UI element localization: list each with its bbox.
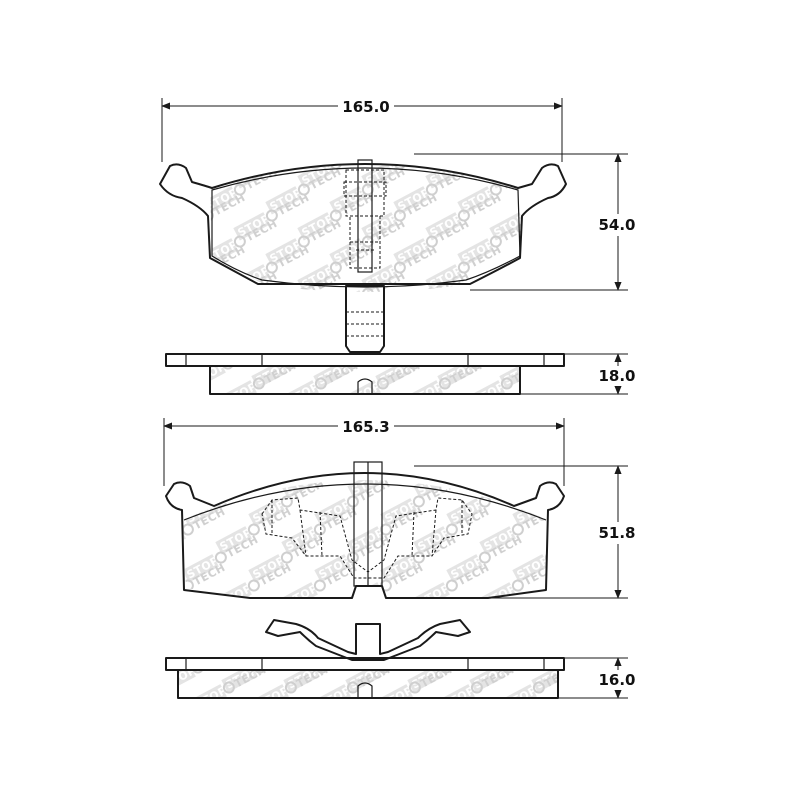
svg-text:STOP: STOP: [172, 264, 209, 292]
svg-text:STOP: STOP: [162, 664, 199, 692]
svg-text:TECH: TECH: [324, 359, 360, 387]
svg-text:TECH: TECH: [467, 139, 503, 167]
bottom-pad-face: [165, 461, 565, 599]
svg-text:TECH: TECH: [257, 449, 293, 477]
svg-text:TECH: TECH: [511, 643, 547, 671]
svg-text:TECH: TECH: [417, 339, 453, 367]
svg-text:TECH: TECH: [191, 449, 227, 477]
svg-text:STOP: STOP: [396, 290, 433, 318]
top-pad-clip-side: [345, 285, 385, 353]
svg-text:TECH: TECH: [542, 663, 578, 691]
top-pad-edge-backing-plate: [165, 353, 565, 367]
bottom-pad-height-label: 51.8: [598, 524, 635, 542]
svg-text:TECH: TECH: [488, 477, 524, 505]
svg-text:TECH: TECH: [386, 359, 422, 387]
svg-text:STOP: STOP: [268, 290, 305, 318]
svg-text:TECH: TECH: [262, 359, 298, 387]
svg-text:TECH: TECH: [480, 663, 516, 691]
svg-text:STOP: STOP: [460, 290, 497, 318]
bottom-pad-friction-material: [183, 483, 547, 521]
svg-text:TECH: TECH: [389, 449, 425, 477]
bottom-pad-thickness-label: 16.0: [598, 671, 635, 689]
watermark-top-pad: STOPTECHSTOPTECHSTOPTECHSTOPTECHSTOPTECH…: [172, 139, 567, 318]
svg-text:STOP: STOP: [172, 212, 209, 240]
top-pad-width-label: 165.0: [342, 98, 389, 116]
svg-text:TECH: TECH: [290, 477, 326, 505]
svg-text:TECH: TECH: [479, 339, 515, 367]
svg-text:TECH: TECH: [275, 139, 311, 167]
svg-text:STOP: STOP: [332, 290, 369, 318]
svg-text:TECH: TECH: [455, 449, 491, 477]
svg-text:TECH: TECH: [499, 269, 535, 297]
bottom-pad-width-label: 165.3: [342, 418, 389, 436]
svg-text:TECH: TECH: [554, 533, 590, 561]
top-pad-face: [159, 159, 567, 288]
svg-text:TECH: TECH: [510, 359, 546, 387]
svg-text:TECH: TECH: [521, 449, 557, 477]
svg-text:TECH: TECH: [403, 139, 439, 167]
svg-text:TECH: TECH: [201, 643, 237, 671]
svg-text:TECH: TECH: [573, 643, 609, 671]
svg-text:TECH: TECH: [263, 643, 299, 671]
svg-text:TECH: TECH: [531, 243, 567, 271]
top-pad-friction-material: [211, 167, 521, 288]
top-pad-clip-hidden-lines: [343, 169, 387, 269]
svg-text:TECH: TECH: [211, 139, 247, 167]
top-pad-height-label: 54.0: [598, 216, 635, 234]
top-pad-backing-plate: [159, 163, 567, 285]
svg-text:STOP: STOP: [492, 160, 529, 188]
top-pad-dimensions: 165.0 54.0 18.0: [161, 97, 642, 395]
bottom-pad-dimensions: 165.3 51.8 16.0: [163, 417, 642, 699]
svg-text:TECH: TECH: [294, 663, 330, 691]
svg-text:TECH: TECH: [448, 359, 484, 387]
bottom-pad-shim-hidden-lines: [261, 497, 473, 579]
svg-text:TECH: TECH: [232, 663, 268, 691]
svg-text:STOP: STOP: [204, 290, 241, 318]
svg-text:TECH: TECH: [541, 339, 577, 367]
svg-text:STOP: STOP: [152, 582, 189, 610]
bottom-pad-spring-clip: [265, 619, 471, 661]
top-pad-thickness-label: 18.0: [598, 367, 635, 385]
svg-text:TECH: TECH: [356, 663, 392, 691]
svg-text:TECH: TECH: [418, 663, 454, 691]
svg-text:STOP: STOP: [482, 470, 519, 498]
svg-text:TECH: TECH: [293, 339, 329, 367]
